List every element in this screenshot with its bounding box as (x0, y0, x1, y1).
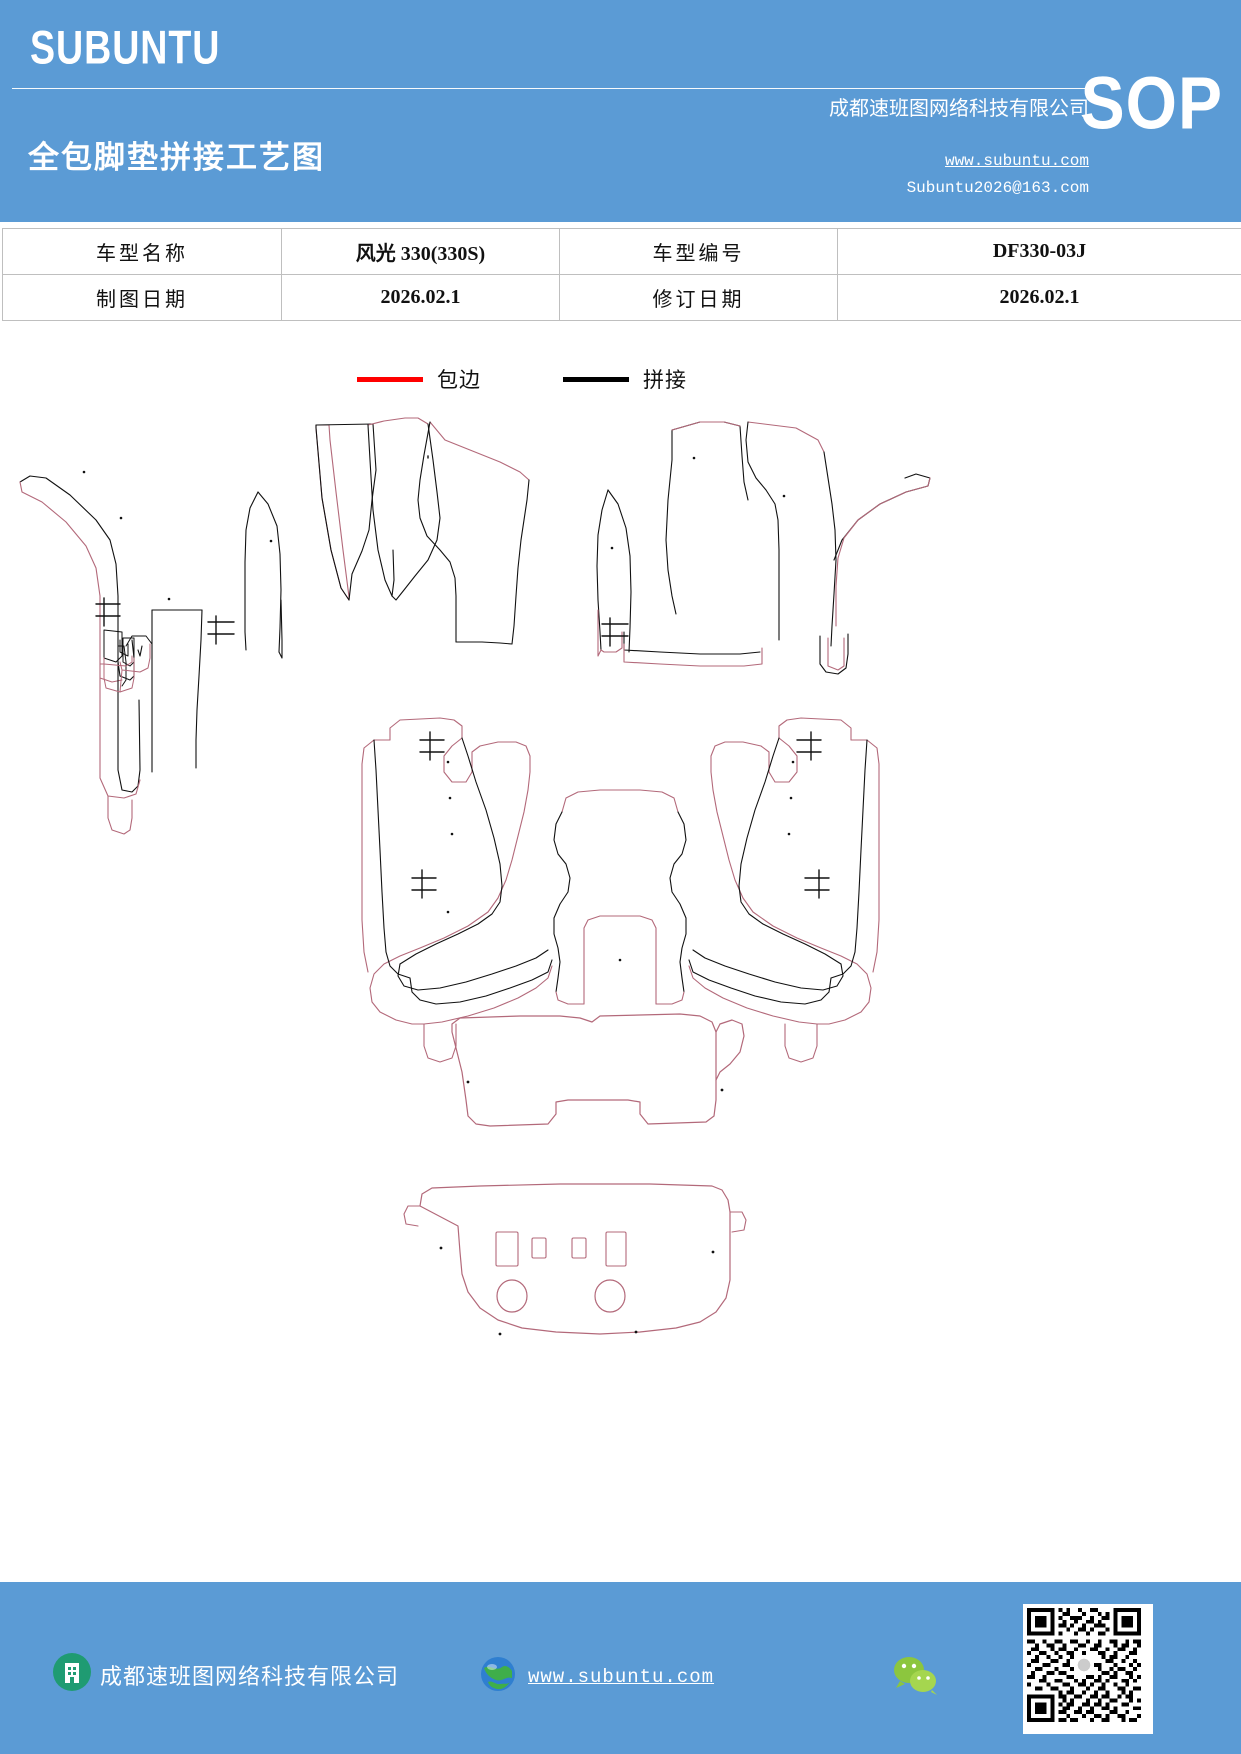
header-company-name: 成都速班图网络科技有限公司 (829, 98, 1089, 120)
page-header: SUBUNTU 全包脚垫拼接工艺图 成都速班图网络科技有限公司 www.subu… (0, 0, 1241, 222)
legend-swatch-black-icon (563, 376, 629, 382)
legend-label-seam: 拼接 (643, 368, 687, 392)
stitch-marker (804, 869, 830, 899)
pattern-svg (19, 417, 931, 1336)
wechat-icon (890, 1654, 942, 1701)
cell-draw-date-label: 制图日期 (2, 274, 282, 321)
stitch-marker (601, 617, 629, 647)
front-right-panel-set (596, 421, 931, 675)
second-row-right-mat (688, 717, 880, 1063)
footer-company-block: 成都速班图网络科技有限公司 (52, 1652, 399, 1697)
qr-code (1023, 1604, 1153, 1734)
stitch-marker (207, 615, 235, 645)
legend-swatch-red-icon (357, 376, 423, 382)
footer-website-block[interactable]: www.subuntu.com (478, 1654, 714, 1699)
vehicle-info-table: 车型名称 风光 330(330S) 车型编号 DF330-03J 制图日期 20… (2, 228, 1241, 321)
cell-model-name-value: 风光 330(330S) (281, 228, 560, 275)
table-row: 车型名称 风光 330(330S) 车型编号 DF330-03J (2, 228, 1241, 275)
stitch-marker (419, 731, 445, 761)
sop-badge: SOP (1080, 61, 1223, 145)
header-email[interactable]: Subuntu2026@163.com (906, 179, 1089, 197)
cell-revision-date-label: 修订日期 (559, 274, 838, 321)
floor-mat-pattern-drawing (0, 400, 1241, 1430)
center-tunnel-mat (553, 789, 687, 1005)
table-row: 制图日期 2026.02.1 修订日期 2026.02.1 (2, 274, 1241, 321)
page-footer: 成都速班图网络科技有限公司 www.subuntu.com (0, 1582, 1241, 1754)
globe-icon (478, 1654, 518, 1699)
third-row-mat (451, 1013, 745, 1127)
stitch-marker (95, 597, 121, 627)
brand-logo: SUBUNTU (30, 22, 221, 74)
legend-label-binding: 包边 (437, 368, 481, 392)
stitch-marker (411, 869, 437, 899)
second-row-left-mat (361, 455, 553, 1063)
header-divider (12, 88, 1094, 89)
header-website-link[interactable]: www.subuntu.com (944, 152, 1089, 170)
front-left-panel-set (19, 417, 530, 835)
building-icon (52, 1652, 92, 1697)
cell-revision-date-value: 2026.02.1 (837, 274, 1241, 321)
trunk-mat (403, 1183, 747, 1336)
cell-model-code-value: DF330-03J (837, 228, 1241, 275)
footer-company-name: 成都速班图网络科技有限公司 (100, 1663, 400, 1689)
legend-item-binding: 包边 (357, 364, 481, 394)
cell-draw-date-value: 2026.02.1 (281, 274, 560, 321)
stitch-marker (796, 731, 822, 761)
cell-model-name-label: 车型名称 (2, 228, 282, 275)
legend-item-seam: 拼接 (563, 364, 687, 394)
page-title: 全包脚垫拼接工艺图 (28, 140, 325, 175)
drawing-legend: 包边 拼接 (0, 358, 1241, 398)
cell-model-code-label: 车型编号 (559, 228, 838, 275)
footer-website-link[interactable]: www.subuntu.com (528, 1665, 715, 1688)
